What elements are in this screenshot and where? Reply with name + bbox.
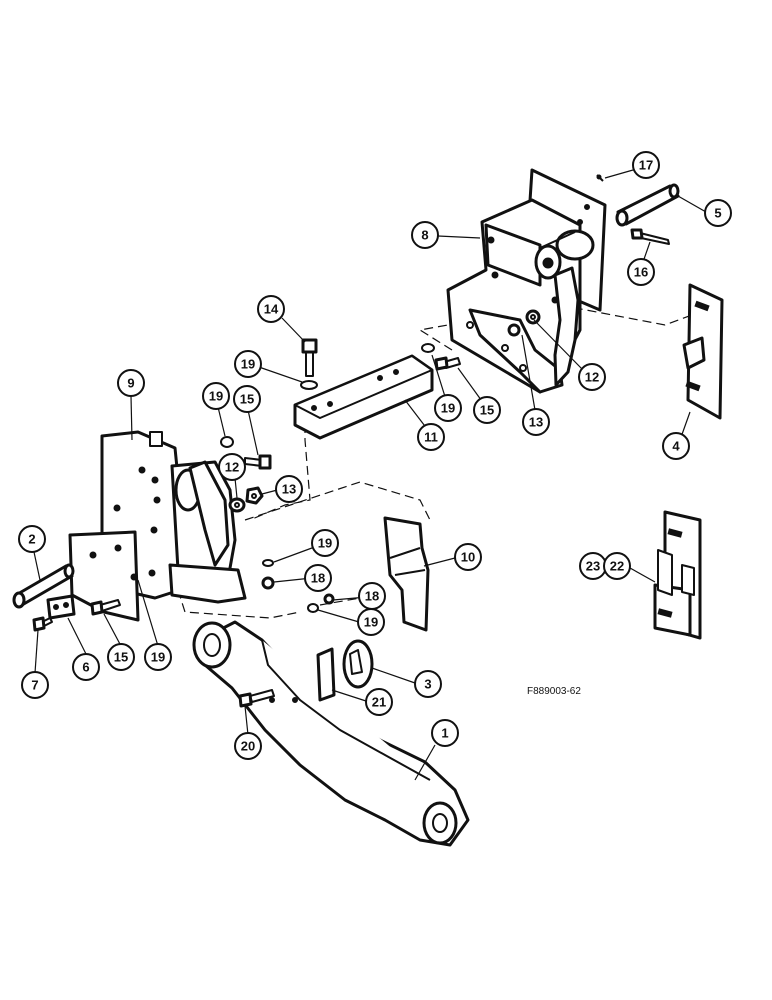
callout-21: 21 <box>365 688 393 716</box>
callout-7: 7 <box>21 671 49 699</box>
callout-1: 1 <box>431 719 459 747</box>
callout-2: 2 <box>18 525 46 553</box>
plate-6 <box>46 594 76 620</box>
callout-19-bracket: 19 <box>202 382 230 410</box>
svg-text:5: 5 <box>714 206 721 221</box>
callout-4: 4 <box>662 432 690 460</box>
callout-6: 6 <box>72 653 100 681</box>
callout-15-lower: 15 <box>107 643 135 671</box>
svg-text:11: 11 <box>424 430 438 445</box>
svg-text:19: 19 <box>364 615 378 630</box>
svg-text:8: 8 <box>421 228 428 243</box>
spring-pin-17 <box>596 174 604 182</box>
callout-19-mid: 19 <box>311 529 339 557</box>
pin-2 <box>12 563 75 609</box>
callout-12-lower: 12 <box>218 453 246 481</box>
svg-text:13: 13 <box>282 482 296 497</box>
svg-text:7: 7 <box>31 678 38 693</box>
plate-4 <box>682 283 724 420</box>
svg-text:19: 19 <box>318 536 332 551</box>
callout-8: 8 <box>411 221 439 249</box>
hardware-lower <box>220 436 335 613</box>
callout-9: 9 <box>117 369 145 397</box>
callout-13-upper: 13 <box>522 408 550 436</box>
callout-3: 3 <box>414 670 442 698</box>
callout-19-bolt14: 19 <box>234 350 262 378</box>
lower-bracket-assembly <box>68 430 247 622</box>
svg-text:3: 3 <box>424 677 431 692</box>
svg-text:15: 15 <box>240 392 254 407</box>
figure-reference: F889003-62 <box>527 686 581 697</box>
callout-5: 5 <box>704 199 732 227</box>
svg-text:18: 18 <box>311 571 325 586</box>
callout-19-low: 19 <box>357 608 385 636</box>
callout-18-lower: 18 <box>358 582 386 610</box>
svg-text:10: 10 <box>461 550 475 565</box>
callout-12-upper: 12 <box>578 363 606 391</box>
plate-21 <box>316 647 336 702</box>
svg-text:6: 6 <box>82 660 89 675</box>
svg-text:23: 23 <box>586 559 600 574</box>
callout-22: 22 <box>603 552 631 580</box>
callout-16: 16 <box>627 258 655 286</box>
plate-10 <box>383 516 430 632</box>
svg-text:17: 17 <box>639 158 653 173</box>
bolt-14 <box>300 338 318 390</box>
block-11 <box>293 354 434 440</box>
svg-text:19: 19 <box>151 650 165 665</box>
svg-text:16: 16 <box>634 265 648 280</box>
svg-text:9: 9 <box>127 376 134 391</box>
callout-19-left: 19 <box>144 643 172 671</box>
callout-17: 17 <box>632 151 660 179</box>
bolt-16 <box>630 228 670 245</box>
callout-13-lower: 13 <box>275 475 303 503</box>
svg-text:1: 1 <box>441 726 448 741</box>
callout-18-upper: 18 <box>304 564 332 592</box>
callout-14: 14 <box>257 295 285 323</box>
callout-11: 11 <box>417 423 445 451</box>
callout-15-mid: 15 <box>233 385 261 413</box>
callout-20: 20 <box>234 732 262 760</box>
svg-text:19: 19 <box>241 357 255 372</box>
callout-23: 23 <box>579 552 607 580</box>
svg-text:4: 4 <box>672 439 680 454</box>
bolt-7 <box>32 616 53 632</box>
plates-22-23 <box>653 510 702 640</box>
svg-text:14: 14 <box>264 302 279 317</box>
svg-text:19: 19 <box>441 401 455 416</box>
svg-text:2: 2 <box>28 532 35 547</box>
callout-10: 10 <box>454 543 482 571</box>
svg-text:12: 12 <box>585 370 599 385</box>
svg-text:18: 18 <box>365 589 379 604</box>
bolt-15-lower <box>90 599 121 616</box>
callout-15-upper: 15 <box>473 396 501 424</box>
upper-bracket-assembly <box>446 168 607 394</box>
svg-text:12: 12 <box>225 460 239 475</box>
svg-text:20: 20 <box>241 739 255 754</box>
lift-arm-1 <box>192 620 470 847</box>
svg-text:15: 15 <box>114 650 128 665</box>
callout-19-upper: 19 <box>434 394 462 422</box>
bolt-20 <box>238 689 275 708</box>
svg-text:15: 15 <box>480 403 494 418</box>
pin-5 <box>615 183 680 227</box>
svg-text:21: 21 <box>372 695 386 710</box>
hardware-upper <box>421 309 541 371</box>
svg-text:13: 13 <box>529 415 543 430</box>
disc-3 <box>342 639 374 689</box>
svg-text:19: 19 <box>209 389 223 404</box>
svg-text:22: 22 <box>610 559 624 574</box>
